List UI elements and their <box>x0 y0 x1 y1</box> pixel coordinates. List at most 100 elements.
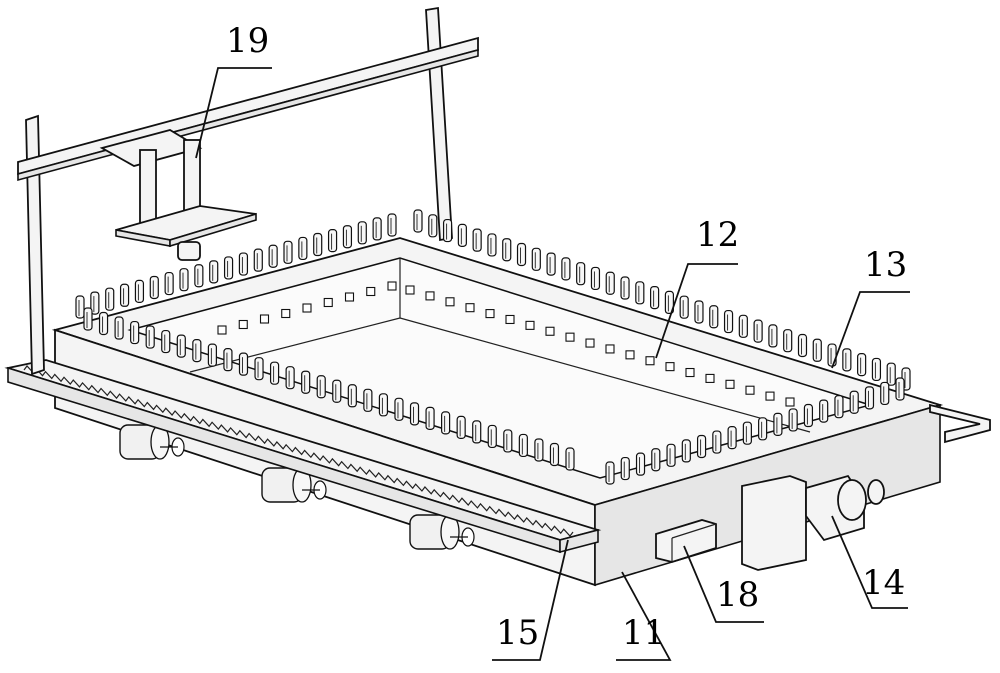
peg <box>405 285 415 295</box>
clip <box>768 324 778 348</box>
clip <box>758 417 768 441</box>
peg <box>505 314 515 325</box>
clip <box>313 232 323 257</box>
clip <box>880 381 890 406</box>
clip-row <box>75 209 911 485</box>
clip <box>664 290 674 314</box>
clip <box>709 305 719 329</box>
clip <box>534 438 544 462</box>
clip <box>378 393 389 417</box>
label-18: 18 <box>716 575 759 615</box>
clip <box>842 348 852 372</box>
clip <box>516 242 527 267</box>
label-13: 13 <box>864 245 907 285</box>
clip <box>679 295 689 319</box>
peg <box>765 391 775 401</box>
peg <box>323 297 333 308</box>
clip <box>753 319 763 343</box>
peg <box>238 319 248 330</box>
clip <box>518 433 528 458</box>
gantry-frame <box>17 6 479 376</box>
clip <box>666 443 676 467</box>
clip <box>145 325 155 349</box>
clip <box>620 456 630 481</box>
peg <box>344 292 355 302</box>
clip <box>457 223 467 247</box>
guide-rail <box>4 359 602 554</box>
side-handle <box>929 403 991 444</box>
clip <box>75 295 85 319</box>
motor-shaft <box>867 479 885 505</box>
clip <box>83 307 93 331</box>
clip <box>783 329 793 353</box>
clip <box>797 333 808 358</box>
clip <box>413 209 423 233</box>
peg <box>585 338 595 348</box>
peg <box>465 303 475 313</box>
clip <box>209 260 219 284</box>
clip <box>712 430 722 454</box>
peg <box>565 332 575 342</box>
clip <box>727 426 737 450</box>
peg <box>625 350 635 360</box>
motor-flange <box>741 475 807 571</box>
clip <box>130 320 140 345</box>
rod-left <box>139 149 157 231</box>
roller <box>409 514 475 550</box>
leader-lines <box>195 67 910 661</box>
clip <box>90 291 100 315</box>
peg <box>302 303 312 313</box>
peg <box>525 320 535 330</box>
clip <box>134 279 145 303</box>
clip <box>442 218 453 243</box>
callout-labels: 19 12 13 14 18 15 11 <box>226 21 907 653</box>
peg <box>259 314 270 324</box>
clip <box>694 300 704 324</box>
clip <box>179 268 189 292</box>
clip <box>207 343 217 367</box>
peg <box>685 367 695 378</box>
clip <box>223 348 233 372</box>
clip <box>149 275 159 300</box>
motor-assembly <box>741 474 885 571</box>
clip <box>723 309 734 334</box>
peg <box>445 297 455 307</box>
label-14: 14 <box>862 563 905 603</box>
clip <box>301 370 311 394</box>
clip <box>681 439 691 463</box>
clip <box>546 252 556 276</box>
clip <box>503 429 513 453</box>
clip <box>864 386 875 410</box>
peg <box>366 286 376 297</box>
clip <box>549 442 560 467</box>
clip <box>428 214 438 238</box>
clip <box>372 217 382 241</box>
sensor-block <box>655 519 717 563</box>
clip <box>849 390 859 414</box>
roller-group <box>119 424 475 550</box>
peg <box>645 356 655 366</box>
right-post <box>425 6 453 242</box>
clip <box>561 257 571 281</box>
clip <box>332 379 342 403</box>
clip <box>254 357 264 381</box>
clip <box>176 334 186 358</box>
clip <box>105 287 115 311</box>
peg <box>425 291 435 301</box>
peg <box>665 362 675 372</box>
clip <box>886 362 896 386</box>
clip <box>502 238 512 262</box>
clip <box>238 352 249 376</box>
clip <box>742 421 752 445</box>
clip <box>812 338 822 362</box>
label-19: 19 <box>226 21 269 61</box>
clip <box>605 461 615 485</box>
clip <box>635 452 646 476</box>
clip <box>788 408 798 432</box>
peg <box>725 379 735 389</box>
roller <box>261 467 327 503</box>
left-post <box>25 114 45 376</box>
clip <box>738 314 748 338</box>
clip <box>194 264 204 288</box>
